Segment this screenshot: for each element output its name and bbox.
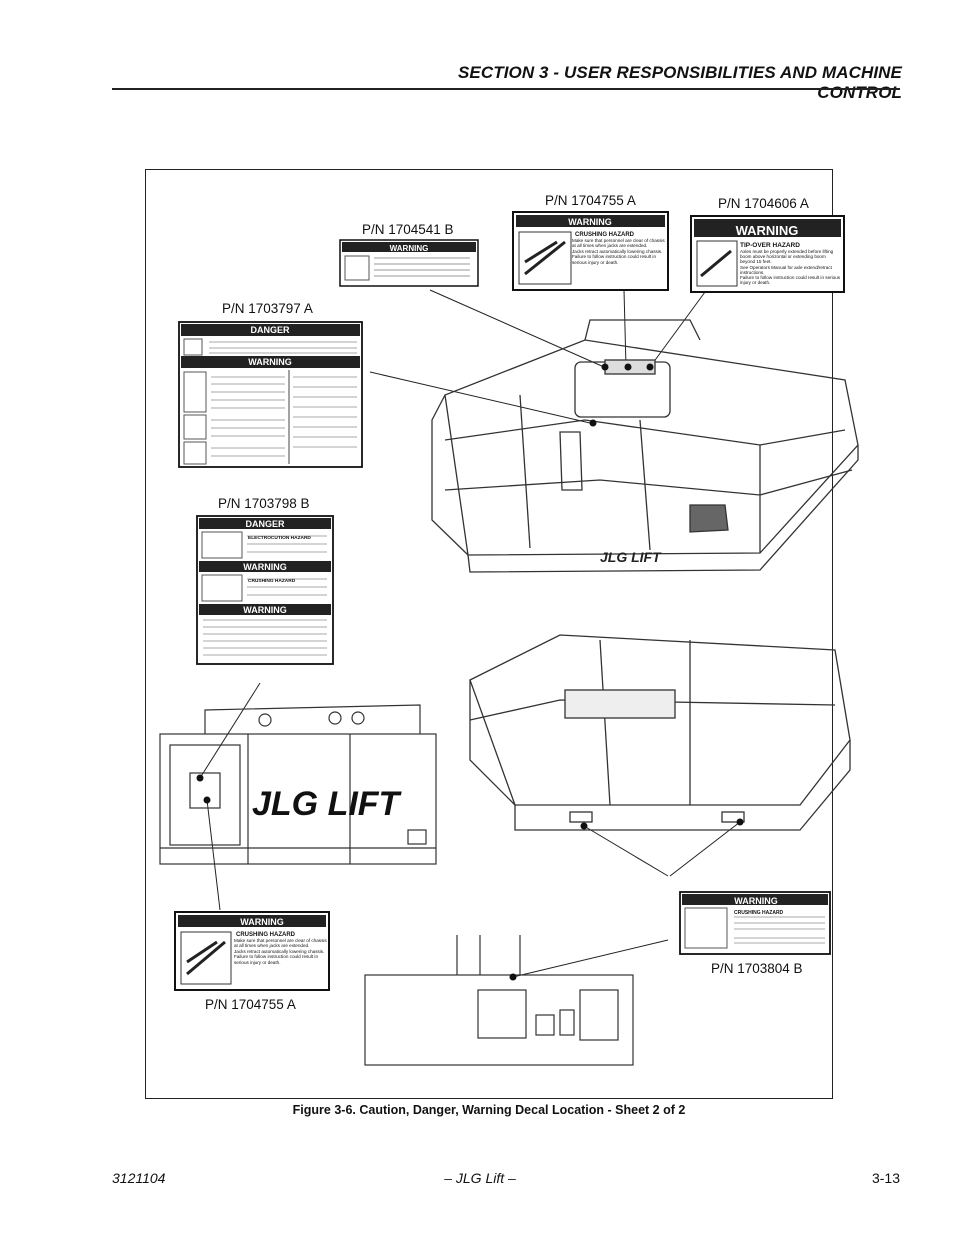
decal-1703797-danger: DANGER	[250, 325, 290, 335]
location-dot	[509, 973, 517, 981]
decal-1703798-warning-2: WARNING	[243, 605, 287, 615]
part-number-1704606: P/N 1704606 A	[718, 196, 809, 211]
decal-1704755-top	[512, 211, 669, 291]
decal-text: Make sure that personnel are clear of ch…	[234, 938, 327, 949]
decal-text: See Operators Manual for axle extend/ret…	[740, 264, 832, 275]
decal-1704606-signal: WARNING	[736, 223, 799, 238]
decal-1703798-warning-1: WARNING	[243, 562, 287, 572]
figure-frame	[145, 169, 833, 1099]
decal-1704755-bottom-hazard: CRUSHING HAZARD	[236, 932, 296, 938]
location-dot	[589, 419, 597, 427]
decal-1703798-hazard-1: ELECTROCUTION HAZARD	[248, 535, 311, 541]
decal-text: Jacks retract automatically lowering cha…	[234, 948, 325, 954]
decal-text: Axles must be properly extended before l…	[740, 249, 834, 265]
location-dot	[196, 774, 204, 782]
footer-page-number: 3-13	[871, 1170, 900, 1186]
decal-1704606-hazard: TIP-OVER HAZARD	[740, 242, 800, 249]
part-number-1703804: P/N 1703804 B	[711, 961, 803, 976]
footer-center-title: – JLG Lift –	[444, 1170, 516, 1186]
figure-caption: Figure 3-6. Caution, Danger, Warning Dec…	[292, 1103, 686, 1117]
location-dot	[736, 818, 744, 826]
decal-1703798-hazard-2: CRUSHING HAZARD	[248, 578, 296, 584]
section-title: SECTION 3 - USER RESPONSIBILITIES AND MA…	[457, 63, 902, 102]
location-dot	[601, 363, 609, 371]
decal-1704755-bottom	[174, 911, 330, 991]
decal-text: Failure to follow instruction could resu…	[234, 954, 319, 965]
header-rule	[112, 88, 900, 90]
decal-text: Make sure that personnel are clear of ch…	[572, 238, 665, 249]
decal-1704606	[690, 215, 845, 293]
location-dot	[624, 363, 632, 371]
decal-1704755-top-hazard: CRUSHING HAZARD	[575, 232, 635, 238]
location-dot	[203, 796, 211, 804]
part-number-1704755-top: P/N 1704755 A	[545, 193, 636, 208]
decal-1703804-signal: WARNING	[734, 896, 778, 906]
footer-doc-number: 3121104	[112, 1170, 166, 1186]
decal-1703797-warning: WARNING	[248, 357, 292, 367]
decal-text: Failure to follow instruction could resu…	[572, 254, 657, 265]
location-dot	[646, 363, 654, 371]
decal-1704541-signal: WARNING	[390, 244, 429, 253]
part-number-1703798: P/N 1703798 B	[218, 496, 310, 511]
chassis-view	[364, 935, 634, 1066]
part-number-1703797: P/N 1703797 A	[222, 301, 313, 316]
part-number-1704755-bottom: P/N 1704755 A	[205, 997, 296, 1012]
decal-1704755-top-signal: WARNING	[568, 217, 612, 227]
decal-text: Failure to follow instruction could resu…	[740, 275, 841, 286]
platform-basket-bottom	[469, 634, 851, 831]
decal-1703797	[178, 321, 363, 468]
basket-brand-top: JLG LIFT	[600, 549, 662, 565]
decal-1704541	[339, 239, 479, 287]
part-number-1704541: P/N 1704541 B	[362, 222, 454, 237]
decal-1703798-danger: DANGER	[245, 519, 285, 529]
location-dot	[580, 822, 588, 830]
decal-text: Jacks retract automatically lowering cha…	[572, 248, 663, 254]
decal-1703804	[679, 891, 831, 955]
panel-brand-lettering: JLG LIFT	[252, 785, 403, 823]
leader-lines	[199, 289, 741, 978]
decal-1703798	[196, 515, 334, 665]
decal-1703804-hazard: CRUSHING HAZARD	[734, 910, 784, 916]
boom-side-panel	[159, 704, 437, 865]
platform-basket-top	[431, 319, 859, 573]
decal-1704755-bottom-signal: WARNING	[240, 917, 284, 927]
